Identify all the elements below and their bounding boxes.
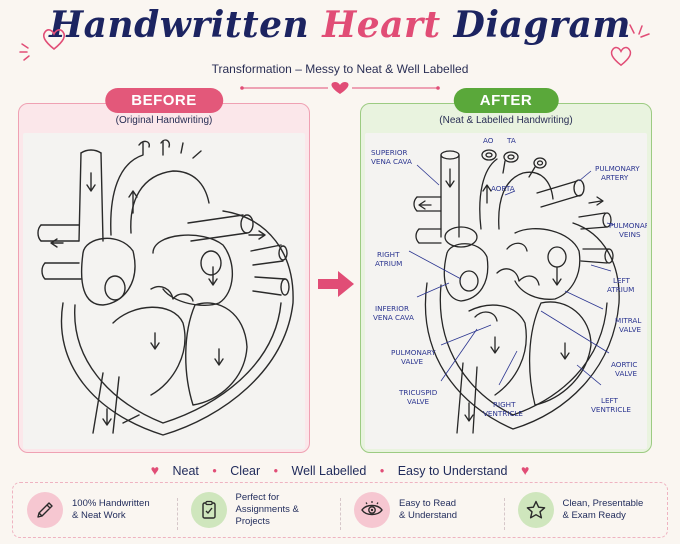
benefit-handwritten: 100% Handwritten & Neat Work [13, 492, 177, 528]
label-la-2: ATRIUM [607, 285, 634, 294]
feature-clear: Clear [230, 464, 261, 478]
eye-icon [354, 492, 390, 528]
label-ra-2: ATRIUM [375, 259, 402, 268]
before-sketch-paper [23, 133, 305, 449]
messy-heart-sketch [37, 139, 294, 436]
label-pv-1: PULMONARY [609, 221, 647, 230]
label-pa-1: PULMONARY [595, 164, 640, 173]
label-mv-1: MITRAL [615, 316, 641, 325]
title-part1: Handwritten [49, 4, 310, 46]
page-title: Handwritten Heart Diagram [0, 4, 680, 46]
star-icon [517, 492, 554, 528]
label-pv-2: VEINS [619, 230, 641, 239]
heart-doodle-left-icon [42, 29, 66, 51]
benefit-easy-read: Easy to Read & Understand [340, 492, 504, 530]
label-la-1: LEFT [613, 276, 631, 285]
label-ra-1: RIGHT [377, 250, 400, 259]
label-rv-1: RIGHT [493, 400, 516, 409]
benefit-assignments: Perfect for Assignments & Projects [176, 492, 341, 530]
after-badge: AFTER [453, 88, 559, 113]
feature-neat: Neat [172, 464, 199, 478]
label-tv-1: TRICUSPID [398, 388, 438, 397]
benefit-text: Perfect for Assignments & Projects [235, 492, 299, 527]
feature-easy: Easy to Understand [397, 464, 508, 478]
before-badge: BEFORE [105, 88, 223, 113]
label-ao: AO [483, 136, 494, 145]
label-aorta: AORTA [491, 184, 515, 193]
benefit-text: Clean, Presentable & Exam Ready [562, 498, 644, 521]
title-accent: Heart [322, 4, 441, 46]
label-av-2: VALVE [615, 369, 638, 378]
label-rv-2: VENTRICLE [483, 409, 523, 418]
after-panel: AFTER (Neat & Labelled Handwriting) [360, 88, 652, 453]
sparkle-left-icon [19, 43, 30, 61]
before-caption: (Original Handwriting) [115, 115, 213, 126]
label-ivc-1: INFERIOR [375, 304, 409, 313]
benefit-exam-ready: Clean, Presentable & Exam Ready [503, 492, 668, 530]
after-sketch-paper: AO TA SUPERIOR VENA CAVA AORTA PULMONARY… [365, 133, 647, 449]
heart-divider [240, 81, 440, 94]
label-ivc-2: VENA CAVA [373, 313, 414, 322]
after-caption: (Neat & Labelled Handwriting) [439, 115, 573, 126]
label-lv-2: VENTRICLE [591, 405, 631, 414]
label-lv-1: LEFT [601, 396, 619, 405]
title-part3: Diagram [453, 4, 631, 46]
neat-heart-diagram: AO TA SUPERIOR VENA CAVA AORTA PULMONARY… [371, 136, 647, 434]
label-tv-2: VALVE [407, 397, 430, 406]
benefit-text: 100% Handwritten & Neat Work [72, 498, 150, 521]
dot-separator-3: • [379, 464, 385, 478]
label-svc-1: SUPERIOR [371, 148, 407, 157]
heart-left-icon: ♥ [150, 462, 160, 478]
label-pa-2: ARTERY [601, 173, 629, 182]
clipboard-check-icon [190, 492, 227, 528]
label-pulv-2: VALVE [401, 357, 424, 366]
label-pulv-1: PULMONARY [391, 348, 436, 357]
pencil-icon [27, 492, 63, 528]
dot-separator-2: • [273, 464, 279, 478]
heart-doodle-right-icon [610, 46, 632, 67]
subtitle: Transformation – Messy to Neat & Well La… [211, 62, 469, 76]
benefits-bar: 100% Handwritten & Neat Work Perfect for… [12, 482, 668, 538]
label-svc-2: VENA CAVA [371, 157, 412, 166]
label-ta: TA [506, 136, 516, 145]
sparkle-right-icon [629, 24, 650, 38]
feature-well-labelled: Well Labelled [291, 464, 367, 478]
features-row: ♥ Neat • Clear • Well Labelled • Easy to… [0, 462, 680, 478]
benefit-text: Easy to Read & Understand [399, 498, 458, 521]
before-panel: BEFORE (Original Handwriting) [18, 88, 310, 453]
dot-separator-1: • [212, 464, 217, 478]
label-mv-2: VALVE [619, 325, 642, 334]
transform-arrow-icon [318, 271, 354, 297]
label-av-1: AORTIC [611, 360, 637, 369]
heart-right-icon: ♥ [520, 462, 530, 478]
